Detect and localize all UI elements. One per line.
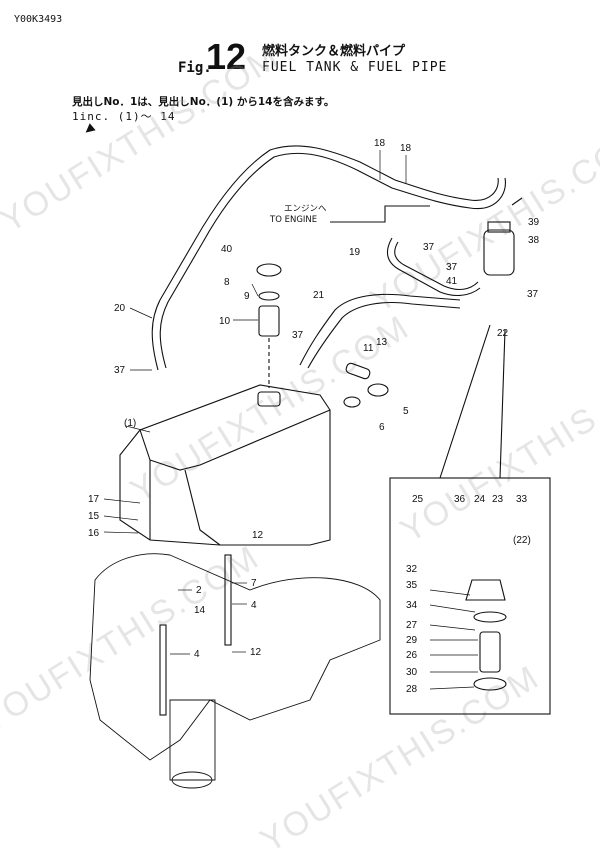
callout-37a: 37 — [423, 242, 435, 253]
callout-4b: 4 — [194, 649, 200, 660]
callout-1: (1) — [124, 418, 136, 429]
tank-cap — [256, 263, 282, 277]
callout-37d: 37 — [292, 330, 304, 341]
drain-tube-4b — [224, 554, 232, 646]
callout-8: 8 — [224, 277, 230, 288]
return-pipe — [151, 145, 499, 371]
callout-23: 23 — [492, 494, 504, 505]
callout-24: 24 — [474, 494, 486, 505]
callout-14: 14 — [194, 605, 206, 616]
sensor-11 — [345, 362, 371, 380]
callout-27: 27 — [406, 620, 418, 631]
callout-15: 15 — [88, 511, 100, 522]
figure-label: Fig. — [178, 60, 212, 76]
callout-36: 36 — [454, 494, 466, 505]
callout-11: 11 — [363, 343, 374, 354]
callout-9: 9 — [244, 291, 250, 302]
callout-41: 41 — [446, 276, 458, 287]
note-japanese: 見出しNo．1は、見出しNo．(1) から14を含みます。 — [72, 96, 335, 108]
callout-7: 7 — [251, 578, 257, 589]
engine-label-en: TO ENGINE — [269, 215, 317, 225]
callout-22-inset: (22) — [513, 535, 531, 546]
callout-12a: 12 — [252, 530, 264, 541]
fuel-tank — [119, 384, 331, 546]
callout-6: 6 — [379, 422, 385, 433]
callout-37c: 37 — [527, 289, 539, 300]
inset-ring-28 — [473, 677, 507, 691]
callout-35: 35 — [406, 580, 418, 591]
strainer — [258, 305, 280, 337]
fuel-filter — [483, 229, 515, 276]
cap-gasket — [258, 291, 280, 301]
figure-number: 12 — [206, 36, 247, 77]
callout-13: 13 — [376, 337, 388, 348]
callout-28: 28 — [406, 684, 418, 695]
callout-21: 21 — [313, 290, 325, 301]
callout-5: 5 — [403, 406, 409, 417]
callout-34: 34 — [406, 600, 418, 611]
gasket-6 — [343, 396, 361, 408]
inset-bowl — [479, 631, 501, 673]
callout-18b: 18 — [400, 143, 412, 154]
callout-16: 16 — [88, 528, 100, 539]
callout-20: 20 — [114, 303, 126, 314]
callout-22: 22 — [497, 328, 509, 339]
filter-head — [487, 221, 511, 233]
drain-tube-4a — [159, 624, 167, 716]
callout-40: 40 — [221, 244, 233, 255]
title-english: FUEL TANK & FUEL PIPE — [262, 60, 448, 75]
callout-37e: 37 — [114, 365, 126, 376]
callout-32: 32 — [406, 564, 418, 575]
title-japanese: 燃料タンク＆燃料パイプ — [262, 44, 406, 59]
detail-inset-box — [389, 477, 551, 715]
note-english: 1inc. (1)～ 14 — [72, 110, 176, 123]
filler-neck — [257, 391, 281, 407]
fuel-pipe-19 — [386, 237, 481, 297]
callout-39: 39 — [528, 217, 540, 228]
callout-4a: 4 — [251, 600, 257, 611]
callout-26: 26 — [406, 650, 418, 661]
fuel-pipe-21 — [299, 293, 461, 366]
callout-18a: 18 — [374, 138, 386, 149]
engine-label-ja: エンジンへ — [284, 204, 327, 214]
callout-17: 17 — [88, 494, 100, 505]
sender-5 — [367, 383, 389, 397]
callout-29: 29 — [406, 635, 418, 646]
callout-2: 2 — [196, 585, 202, 596]
callout-25: 25 — [412, 494, 424, 505]
callout-33: 33 — [516, 494, 528, 505]
inset-filter-head — [465, 579, 506, 601]
drawing-code: Y00K3493 — [14, 14, 63, 25]
callout-12b: 12 — [250, 647, 262, 658]
callout-37b: 37 — [446, 262, 458, 273]
callout-19: 19 — [349, 247, 361, 258]
callout-10: 10 — [219, 316, 231, 327]
callout-38: 38 — [528, 235, 540, 246]
callout-30: 30 — [406, 667, 418, 678]
